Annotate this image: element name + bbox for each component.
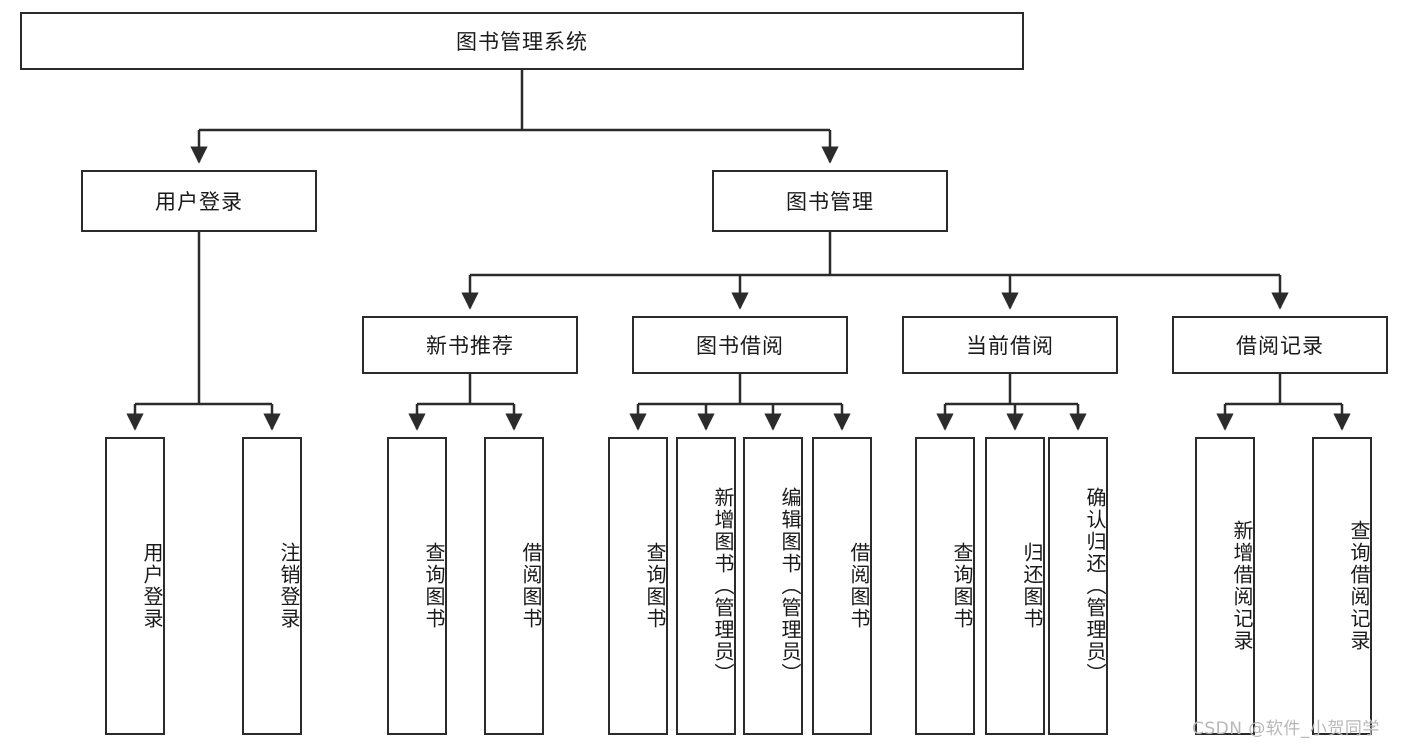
- node-leaf-return-book-label: 归还图书: [1020, 542, 1044, 630]
- node-leaf-borrow-book-label: 借阅图书: [847, 542, 871, 630]
- node-leaf-user-login-label: 用户登录: [140, 542, 164, 630]
- node-book-borrow[interactable]: 图书借阅: [632, 316, 848, 374]
- node-leaf-query-borrow-record[interactable]: 查询借阅记录: [1312, 437, 1372, 735]
- node-leaf-query-book-borrow-label: 查询图书: [643, 542, 667, 630]
- node-leaf-logout-label: 注销登录: [277, 542, 301, 630]
- node-leaf-query-book-recommend-label: 查询图书: [422, 542, 446, 630]
- node-leaf-query-book-current-label: 查询图书: [950, 542, 974, 630]
- node-root-label: 图书管理系统: [456, 30, 588, 54]
- node-new-book-recommend-label: 新书推荐: [426, 334, 514, 358]
- node-leaf-query-book-current[interactable]: 查询图书: [915, 437, 975, 735]
- node-leaf-confirm-return-label: 确认归还（管理员）: [1083, 487, 1107, 685]
- node-leaf-logout[interactable]: 注销登录: [242, 437, 302, 735]
- node-current-borrow-label: 当前借阅: [966, 334, 1054, 358]
- node-leaf-user-login[interactable]: 用户登录: [105, 437, 165, 735]
- node-leaf-borrow-book-recommend-label: 借阅图书: [519, 542, 543, 630]
- node-leaf-add-borrow-record-label: 新增借阅记录: [1230, 520, 1254, 652]
- node-book-manage-label: 图书管理: [786, 190, 874, 214]
- node-book-borrow-label: 图书借阅: [696, 334, 784, 358]
- node-borrow-record[interactable]: 借阅记录: [1172, 316, 1388, 374]
- node-leaf-query-book-borrow[interactable]: 查询图书: [608, 437, 668, 735]
- node-leaf-query-borrow-record-label: 查询借阅记录: [1347, 520, 1371, 652]
- node-current-borrow[interactable]: 当前借阅: [902, 316, 1118, 374]
- node-borrow-record-label: 借阅记录: [1236, 334, 1324, 358]
- node-leaf-return-book[interactable]: 归还图书: [985, 437, 1045, 735]
- node-leaf-borrow-book-recommend[interactable]: 借阅图书: [484, 437, 544, 735]
- node-leaf-edit-book-label: 编辑图书（管理员）: [778, 487, 802, 685]
- node-user-login-label: 用户登录: [155, 190, 243, 214]
- node-leaf-add-borrow-record[interactable]: 新增借阅记录: [1195, 437, 1255, 735]
- node-leaf-edit-book[interactable]: 编辑图书（管理员）: [743, 437, 803, 735]
- node-book-manage[interactable]: 图书管理: [712, 170, 948, 232]
- node-leaf-add-book-label: 新增图书（管理员）: [711, 487, 735, 685]
- node-leaf-borrow-book[interactable]: 借阅图书: [812, 437, 872, 735]
- node-new-book-recommend[interactable]: 新书推荐: [362, 316, 578, 374]
- node-leaf-confirm-return[interactable]: 确认归还（管理员）: [1048, 437, 1108, 735]
- node-leaf-add-book[interactable]: 新增图书（管理员）: [676, 437, 736, 735]
- node-root-system[interactable]: 图书管理系统: [20, 12, 1024, 70]
- node-user-login[interactable]: 用户登录: [81, 170, 317, 232]
- node-leaf-query-book-recommend[interactable]: 查询图书: [387, 437, 447, 735]
